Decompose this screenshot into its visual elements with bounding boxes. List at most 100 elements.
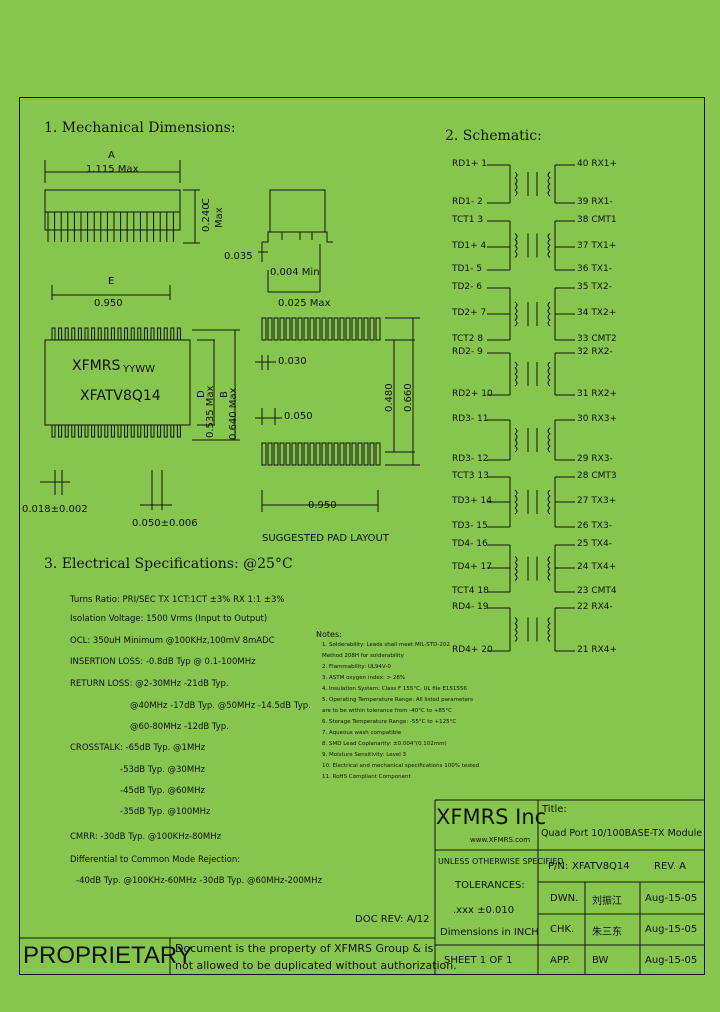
pad-lower bbox=[303, 442, 309, 466]
title-value: Quad Port 10/100BASE-TX Module bbox=[541, 828, 703, 839]
coil-turn bbox=[547, 495, 551, 503]
right-pin-label: 37 TX1+ bbox=[577, 241, 617, 251]
pad-lower bbox=[357, 442, 363, 466]
top-lead-lower bbox=[91, 424, 96, 438]
company-name: XFMRS Inc bbox=[436, 805, 547, 829]
top-lead-lower bbox=[170, 424, 175, 438]
top-lead-upper bbox=[97, 327, 102, 341]
left-pin-label: TCT3 13 bbox=[452, 471, 489, 481]
pn-value: XFATV8Q14 bbox=[572, 861, 630, 872]
tolerances-label: TOLERANCES: bbox=[455, 880, 525, 891]
coil-turn bbox=[547, 501, 551, 509]
coil-turn bbox=[547, 623, 551, 630]
dim-pad-030: 0.030 bbox=[278, 356, 307, 367]
pad-upper bbox=[291, 317, 297, 341]
top-lead-upper bbox=[84, 327, 89, 341]
pad-upper bbox=[351, 317, 357, 341]
coil-turn bbox=[547, 367, 551, 375]
right-pin-label: 27 TX3+ bbox=[577, 496, 617, 506]
coil-turn bbox=[547, 189, 551, 197]
dwn-signature: 刘振江 bbox=[592, 896, 622, 907]
right-pin-label: 23 CMT4 bbox=[577, 586, 617, 596]
marking-datecode: YYWW bbox=[123, 364, 155, 375]
coil-turn bbox=[547, 307, 551, 315]
chk-signature: 朱三东 bbox=[592, 927, 622, 938]
dimensions-unit: Dimensions in INCH bbox=[440, 927, 539, 938]
coil-turn bbox=[547, 233, 551, 240]
top-lead-lower bbox=[157, 424, 162, 438]
coil-turn bbox=[514, 171, 518, 179]
spec-diff-title: Differential to Common Mode Rejection: bbox=[70, 855, 241, 865]
top-lead-lower bbox=[58, 424, 63, 438]
coil-turn bbox=[547, 171, 551, 179]
dim-pad-050: 0.050 bbox=[284, 411, 313, 422]
sheet-number: SHEET 1 OF 1 bbox=[444, 955, 513, 966]
top-lead-upper bbox=[170, 327, 175, 341]
top-lead-upper bbox=[157, 327, 162, 341]
coil-turn bbox=[514, 319, 518, 327]
left-pin-label: TD3- 15 bbox=[452, 521, 488, 531]
coil-turn bbox=[514, 307, 518, 315]
drawing-sheet bbox=[19, 97, 705, 975]
coil-turn bbox=[514, 556, 518, 563]
top-lead-upper bbox=[163, 327, 168, 341]
chk-label: CHK. bbox=[550, 924, 575, 935]
pad-lower bbox=[297, 442, 303, 466]
top-lead-lower bbox=[176, 424, 181, 438]
dim-pitch-050: 0.050±0.006 bbox=[132, 518, 198, 529]
top-lead-lower bbox=[51, 424, 56, 438]
spec-return-2: @40MHz -17dB Typ. @50MHz -14.5dB Typ. bbox=[130, 701, 311, 711]
proprietary-line-1: Document is the property of XFMRS Group … bbox=[175, 942, 434, 955]
coil-turn bbox=[547, 439, 551, 447]
pad-lower bbox=[363, 442, 369, 466]
coil-turn bbox=[514, 183, 518, 191]
dim-e-label: E bbox=[108, 276, 115, 287]
coil-turn bbox=[514, 623, 518, 630]
top-lead-upper bbox=[150, 327, 155, 341]
pad-upper bbox=[297, 317, 303, 341]
right-pin-label: 29 RX3- bbox=[577, 454, 613, 464]
coil-turn bbox=[547, 361, 551, 369]
left-pin-label: TD1+ 4 bbox=[452, 241, 487, 251]
note-line: 4. Insulation System: Class F 155°C, UL … bbox=[322, 686, 467, 692]
coil-turn bbox=[514, 445, 518, 453]
top-lead-upper bbox=[77, 327, 82, 341]
pad-upper bbox=[267, 317, 273, 341]
coil-turn bbox=[514, 177, 518, 185]
left-pin-label: RD1- 2 bbox=[452, 197, 483, 207]
title-label: Title: bbox=[542, 804, 567, 815]
right-pin-label: 28 CMT3 bbox=[577, 471, 617, 481]
coil-turn bbox=[514, 574, 518, 581]
spec-isolation: Isolation Voltage: 1500 Vrms (Input to O… bbox=[70, 614, 268, 624]
pad-lower bbox=[327, 442, 333, 466]
pad-lower bbox=[339, 442, 345, 466]
coil-turn bbox=[547, 556, 551, 563]
pad-upper bbox=[363, 317, 369, 341]
pad-lower bbox=[375, 442, 381, 466]
electrical-heading: 3. Electrical Specifications: @25°C bbox=[44, 556, 293, 572]
pad-upper bbox=[321, 317, 327, 341]
pad-lower bbox=[315, 442, 321, 466]
coil-turn bbox=[514, 373, 518, 381]
coil-turn bbox=[514, 495, 518, 503]
rev-value: REV. A bbox=[654, 861, 687, 872]
pad-lower bbox=[261, 442, 267, 466]
pad-layout-caption: SUGGESTED PAD LAYOUT bbox=[262, 533, 389, 544]
dim-a-value: 1.115 Max bbox=[86, 164, 139, 175]
dwn-date: Aug-15-05 bbox=[645, 893, 698, 904]
note-line: 10. Electrical and mechanical specificat… bbox=[322, 763, 480, 769]
coil-turn bbox=[514, 635, 518, 642]
pad-lower bbox=[279, 442, 285, 466]
spec-insertion: INSERTION LOSS: -0.8dB Typ @ 0.1-100MHz bbox=[70, 657, 256, 667]
pad-lower bbox=[369, 442, 375, 466]
right-pin-label: 38 CMT1 bbox=[577, 215, 617, 225]
left-pin-label: RD1+ 1 bbox=[452, 159, 488, 169]
coil-turn bbox=[514, 629, 518, 636]
coil-turn bbox=[547, 239, 551, 246]
top-lead-lower bbox=[137, 424, 142, 438]
doc-revision: DOC REV: A/12 bbox=[355, 914, 430, 925]
pad-upper bbox=[279, 317, 285, 341]
